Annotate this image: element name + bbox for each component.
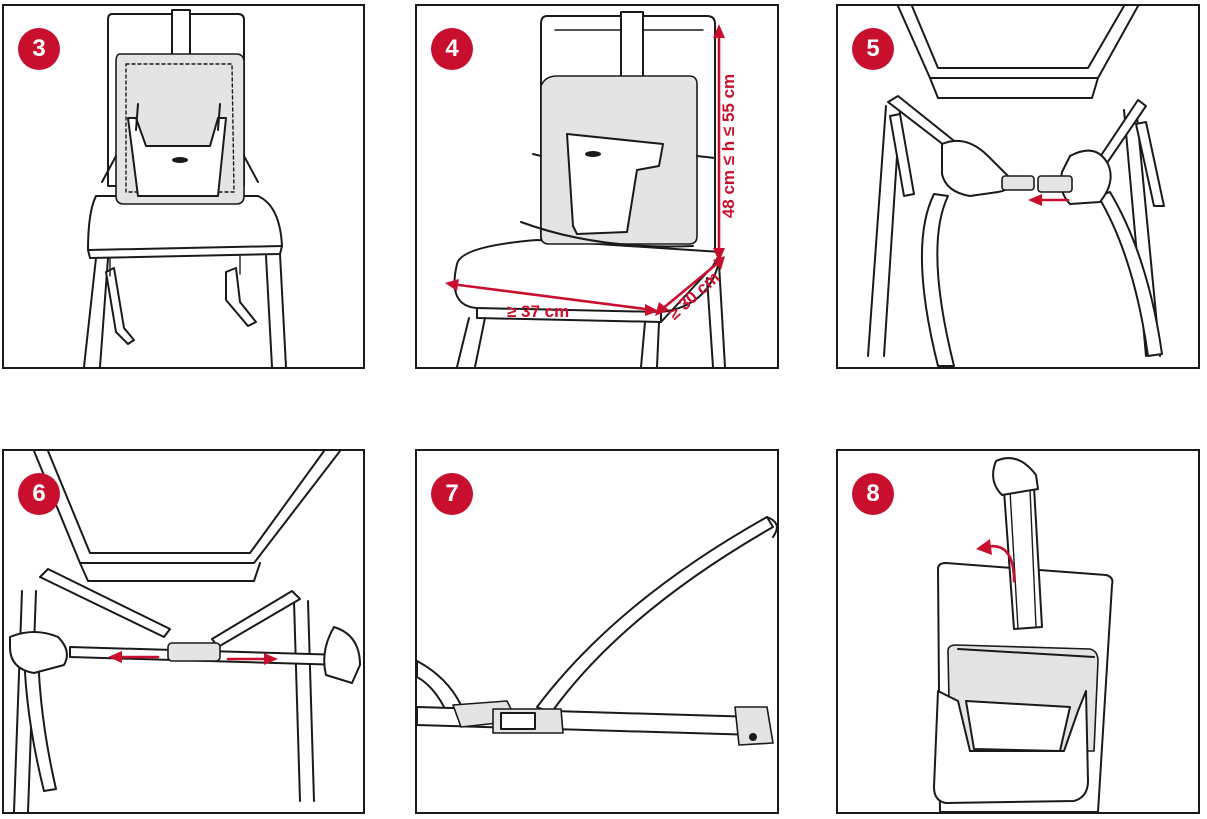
step-3-panel: 3	[2, 4, 365, 369]
strap-tightening-illustration	[9, 451, 361, 812]
step-8-badge: 8	[852, 473, 894, 515]
width-dimension-label: ≥ 37 cm	[507, 302, 570, 321]
step-6-panel: 6	[2, 449, 365, 814]
buckle-fastening-underneath-illustration	[867, 6, 1165, 367]
chair-booster-front-illustration	[83, 9, 287, 367]
chair-dimensions-illustration	[445, 11, 726, 367]
buckle-closeup-illustration	[417, 516, 777, 746]
height-dimension-label: 48 cm ≤ h ≤ 55 cm	[719, 73, 739, 219]
step-5-badge: 5	[852, 28, 894, 70]
step-6-badge: 6	[18, 473, 60, 515]
step-4-panel: 4 48 cm ≤ h ≤ 55 cm ≥ 37 cm ≥ 30 cm	[415, 4, 779, 369]
step-5-panel: 5	[836, 4, 1200, 369]
folding-booster-illustration	[933, 457, 1114, 812]
step-7-panel: 7	[415, 449, 779, 814]
step-8-panel: 8	[836, 449, 1200, 814]
step-4-badge: 4	[431, 28, 473, 70]
step-7-badge: 7	[431, 473, 473, 515]
step-3-badge: 3	[18, 28, 60, 70]
